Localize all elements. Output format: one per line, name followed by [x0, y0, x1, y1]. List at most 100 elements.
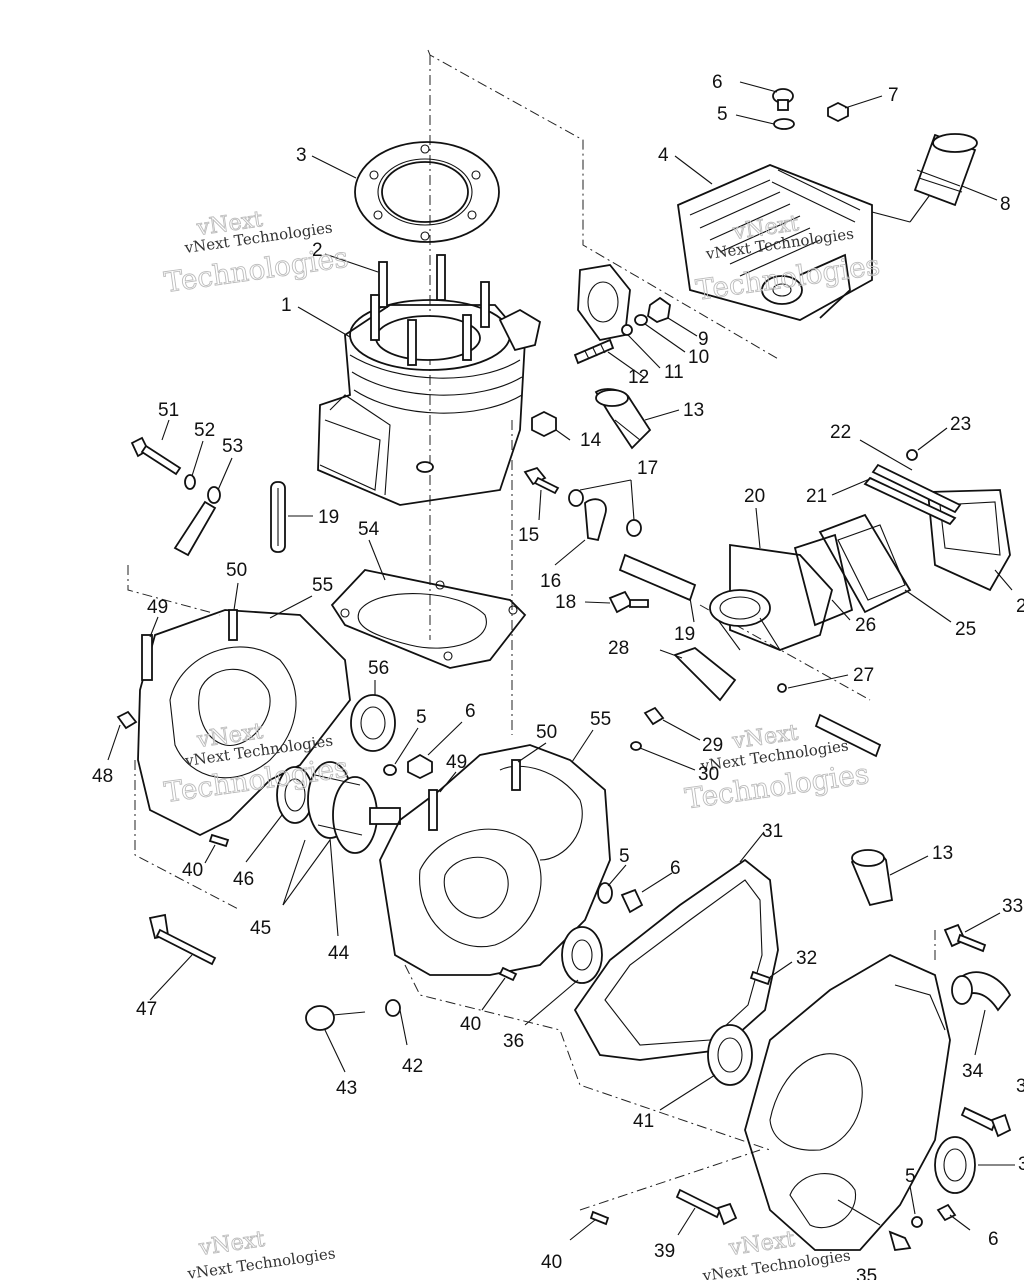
clamp-28: [673, 646, 882, 758]
callout-label: 34: [962, 1061, 984, 1082]
callout-label: 35: [856, 1266, 877, 1280]
head-fasteners: [772, 88, 849, 130]
callout-label: 3: [1016, 1076, 1024, 1097]
leader-lines: [107, 81, 1015, 1241]
intake-manifold-20: [709, 543, 833, 651]
callout-label: 12: [628, 367, 649, 388]
callout-label: 11: [664, 362, 684, 383]
callout-label: 5: [717, 104, 728, 125]
callout-label: 13: [932, 843, 953, 864]
crankcase-left-half: [116, 609, 351, 837]
sleeve-part-8: [913, 133, 978, 207]
cylinder-head: [677, 164, 933, 321]
callout-labels: 6 7 5 3 4 8 2 1 9 10 11 12 13 14 51 52 5…: [92, 72, 1024, 1280]
callout-label: 41: [633, 1111, 654, 1132]
callout-label: 15: [518, 525, 539, 546]
head-gasket: [354, 141, 500, 243]
nut-14: [531, 410, 557, 438]
callout-label: 9: [698, 329, 709, 350]
crankcase-gasket-31: [573, 858, 779, 1061]
bearing-56: [350, 694, 433, 780]
callout-label: 18: [555, 592, 576, 613]
callout-label: 40: [541, 1252, 562, 1273]
callout-label: 28: [608, 638, 629, 659]
callout-label: 20: [744, 486, 765, 507]
callout-label: 40: [460, 1014, 481, 1035]
callout-label: 19: [318, 507, 339, 528]
callout-label: 33: [1002, 896, 1023, 917]
crankshaft-assembly: [276, 761, 401, 854]
callout-label: 25: [955, 619, 976, 640]
callout-label: 2: [1016, 596, 1024, 617]
bracket-18-19: [608, 553, 697, 614]
callout-label: 40: [182, 860, 203, 881]
callout-label: 3: [1018, 1154, 1024, 1175]
callout-label: 29: [702, 735, 723, 756]
callout-label: 46: [233, 869, 254, 890]
callout-label: 5: [619, 846, 630, 867]
callout-label: 53: [222, 436, 243, 457]
callout-label: 14: [580, 430, 602, 451]
callout-label: 56: [368, 658, 389, 679]
callout-label: 36: [503, 1031, 524, 1052]
callout-label: 44: [328, 943, 350, 964]
callout-label: 3: [296, 145, 307, 166]
callout-label: 48: [92, 766, 113, 787]
callout-label: 47: [136, 999, 157, 1020]
callout-label: 19: [674, 624, 695, 645]
callout-label: 54: [358, 519, 380, 540]
callout-label: 45: [250, 918, 271, 939]
bearing-41: [707, 1024, 753, 1086]
crankcase-cover-35: [744, 953, 951, 1251]
plug-43-ring-42: [305, 999, 401, 1031]
callout-label: 32: [796, 948, 817, 969]
callout-label: 1: [281, 295, 292, 316]
elbow-13-lower: [749, 849, 894, 986]
callout-label: 50: [226, 560, 247, 581]
callout-label: 49: [446, 752, 467, 773]
reed-valve-assembly: [793, 449, 1011, 627]
callout-label: 52: [194, 420, 215, 441]
callout-label: 6: [670, 858, 681, 879]
cover-fasteners: [589, 923, 1012, 1251]
callout-label: 17: [637, 458, 658, 479]
callout-label: 6: [465, 701, 476, 722]
bolt-washer-pin: [130, 436, 221, 557]
callout-label: 16: [540, 571, 561, 592]
callout-label: 42: [402, 1056, 423, 1077]
callout-label: 39: [654, 1241, 675, 1262]
fasteners-5-6-right: [597, 882, 644, 914]
callout-label: 21: [806, 486, 827, 507]
callout-label: 51: [158, 400, 179, 421]
callout-label: 26: [855, 615, 876, 636]
callout-label: 8: [1000, 194, 1011, 215]
cylinder-block: [317, 254, 542, 506]
callout-label: 49: [147, 597, 168, 618]
callout-label: 31: [762, 821, 783, 842]
callout-label: 30: [698, 764, 719, 785]
callout-label: 27: [853, 665, 874, 686]
callout-label: 55: [590, 709, 611, 730]
callout-label: 13: [683, 400, 704, 421]
callout-label: 7: [888, 85, 899, 106]
callout-label: 43: [336, 1078, 357, 1099]
callout-label: 23: [950, 414, 971, 435]
exhaust-flange: [573, 264, 671, 365]
alignment-lines: [127, 49, 936, 1211]
base-gasket: [330, 569, 527, 669]
callout-label: 4: [658, 145, 669, 166]
callout-label: 50: [536, 722, 557, 743]
callout-label: 10: [688, 347, 709, 368]
seal-36-dowels: [148, 833, 603, 984]
intake-elbow-13: [594, 388, 652, 450]
callout-label: 22: [830, 422, 851, 443]
bolt-15-banjo: [523, 466, 642, 542]
callout-label: 2: [312, 240, 323, 261]
callout-label: 6: [712, 72, 723, 93]
callout-label: 6: [988, 1229, 999, 1250]
callout-label: 55: [312, 575, 333, 596]
strip-19: [270, 481, 286, 553]
callout-label: 5: [905, 1166, 916, 1187]
callout-label: 5: [416, 707, 427, 728]
